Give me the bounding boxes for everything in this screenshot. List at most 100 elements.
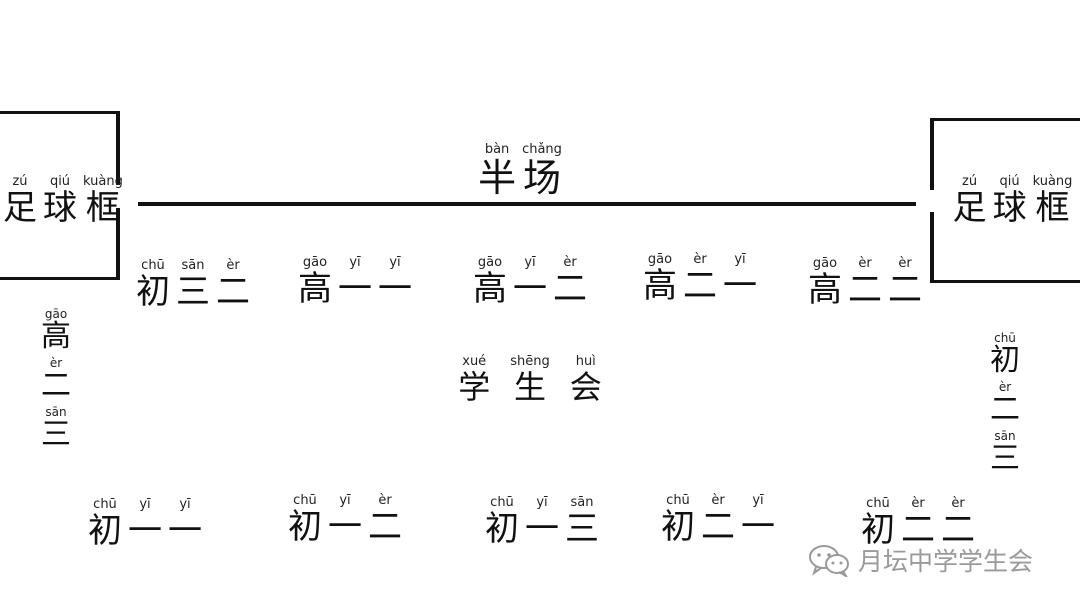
pinyin: èr: [911, 496, 925, 511]
pinyin: gāo: [302, 255, 328, 270]
pinyin: èr: [858, 256, 872, 271]
hanzi: 初: [136, 272, 170, 312]
hanzi: 二: [41, 368, 71, 403]
pinyin: huì: [575, 354, 596, 369]
pinyin: yī: [139, 497, 151, 512]
pinyin: èr: [378, 493, 392, 508]
goal-left-post-upper: [116, 111, 120, 185]
hanzi: 框: [85, 188, 120, 228]
hanzi: 初: [485, 509, 519, 549]
hanzi: 三: [176, 272, 210, 312]
pinyin: bàn: [484, 142, 510, 157]
pinyin: yī: [339, 493, 351, 508]
hanzi: 三: [990, 441, 1020, 476]
pinyin: gāo: [477, 255, 503, 270]
hanzi: 框: [1035, 188, 1070, 228]
pinyin: chū: [866, 496, 890, 511]
hanzi: 一: [168, 511, 202, 551]
hanzi: 二: [683, 266, 717, 306]
wechat-icon: [809, 545, 849, 577]
hanzi: 会: [569, 368, 602, 406]
pinyin: chū: [994, 331, 1016, 345]
hanzi: 一: [378, 269, 412, 309]
goal-left-bottom-edge: [0, 277, 119, 280]
pinyin: qiú: [49, 174, 71, 189]
pinyin: kuàng: [83, 174, 123, 189]
hanzi: 一: [741, 507, 775, 547]
pinyin: chū: [293, 493, 317, 508]
hanzi: 初: [88, 511, 122, 551]
hanzi: 二: [941, 510, 975, 550]
hanzi: 一: [723, 266, 757, 306]
pinyin: zú: [12, 174, 28, 189]
pinyin: yī: [389, 255, 401, 270]
pinyin: èr: [226, 258, 240, 273]
pinyin: èr: [49, 356, 63, 370]
hanzi: 一: [338, 269, 372, 309]
hanzi: 一: [513, 269, 547, 309]
hanzi: 场: [523, 156, 562, 200]
hanzi: 高: [473, 269, 507, 309]
hanzi: 二: [701, 507, 735, 547]
pinyin: sān: [994, 429, 1016, 443]
pinyin: sān: [45, 405, 67, 419]
watermark: 月坛中学学生会: [808, 542, 1033, 578]
pinyin: sān: [570, 495, 594, 510]
hanzi: 高: [643, 266, 677, 306]
pinyin: gāo: [647, 252, 673, 267]
hanzi: 初: [861, 510, 895, 550]
hanzi: 二: [990, 392, 1020, 427]
pinyin: sān: [181, 258, 205, 273]
hanzi: 三: [565, 509, 599, 549]
hanzi: 半: [478, 156, 517, 200]
pinyin: gāo: [812, 256, 838, 271]
hanzi: 高: [808, 270, 842, 310]
pinyin: yī: [524, 255, 536, 270]
hanzi: 二: [888, 270, 922, 310]
hanzi: 球: [43, 188, 77, 228]
pinyin: yī: [349, 255, 361, 270]
hanzi: 三: [41, 417, 71, 452]
pinyin: chǎng: [522, 142, 562, 157]
hanzi: 二: [216, 272, 250, 312]
goal-right-bottom-edge: [930, 280, 1080, 283]
goal-right-post-upper: [930, 118, 934, 190]
pinyin: yī: [179, 497, 191, 512]
half-field-line: [138, 202, 916, 206]
goal-right-post-lower: [930, 212, 934, 283]
hanzi: 二: [553, 269, 587, 309]
